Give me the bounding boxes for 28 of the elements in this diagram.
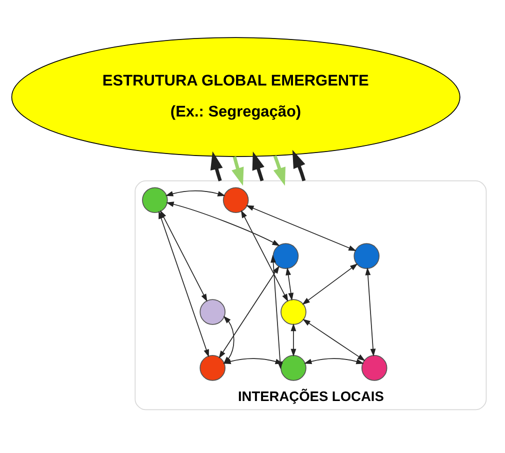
arrow — [210, 150, 223, 181]
arrow — [302, 262, 358, 304]
arrow — [365, 266, 376, 356]
arrow — [290, 322, 296, 356]
arrow — [252, 151, 264, 181]
arrow — [223, 358, 284, 364]
cluster: INTERAÇÕES LOCAIS — [134, 180, 487, 410]
node-ellipse: ESTRUTURA GLOBAL EMERGENTE (Ex.: Segregação) — [11, 36, 460, 156]
node-circle — [280, 354, 306, 380]
arrow — [246, 204, 356, 250]
arrow — [304, 358, 364, 364]
arrow — [302, 318, 366, 360]
node-circle — [361, 354, 388, 380]
node-circle — [354, 242, 380, 268]
arrow — [165, 190, 226, 196]
node-circle — [142, 186, 168, 213]
arrow — [166, 201, 280, 246]
arrow — [286, 266, 294, 300]
node-circle — [200, 298, 226, 324]
node-circle — [200, 354, 226, 380]
arrow — [292, 149, 306, 181]
node-circle — [222, 186, 249, 213]
arrow — [218, 265, 280, 358]
arrow — [232, 156, 244, 186]
node-circle — [280, 298, 306, 324]
arrow — [273, 154, 286, 186]
arrow — [240, 210, 288, 302]
node-circle — [272, 242, 299, 268]
